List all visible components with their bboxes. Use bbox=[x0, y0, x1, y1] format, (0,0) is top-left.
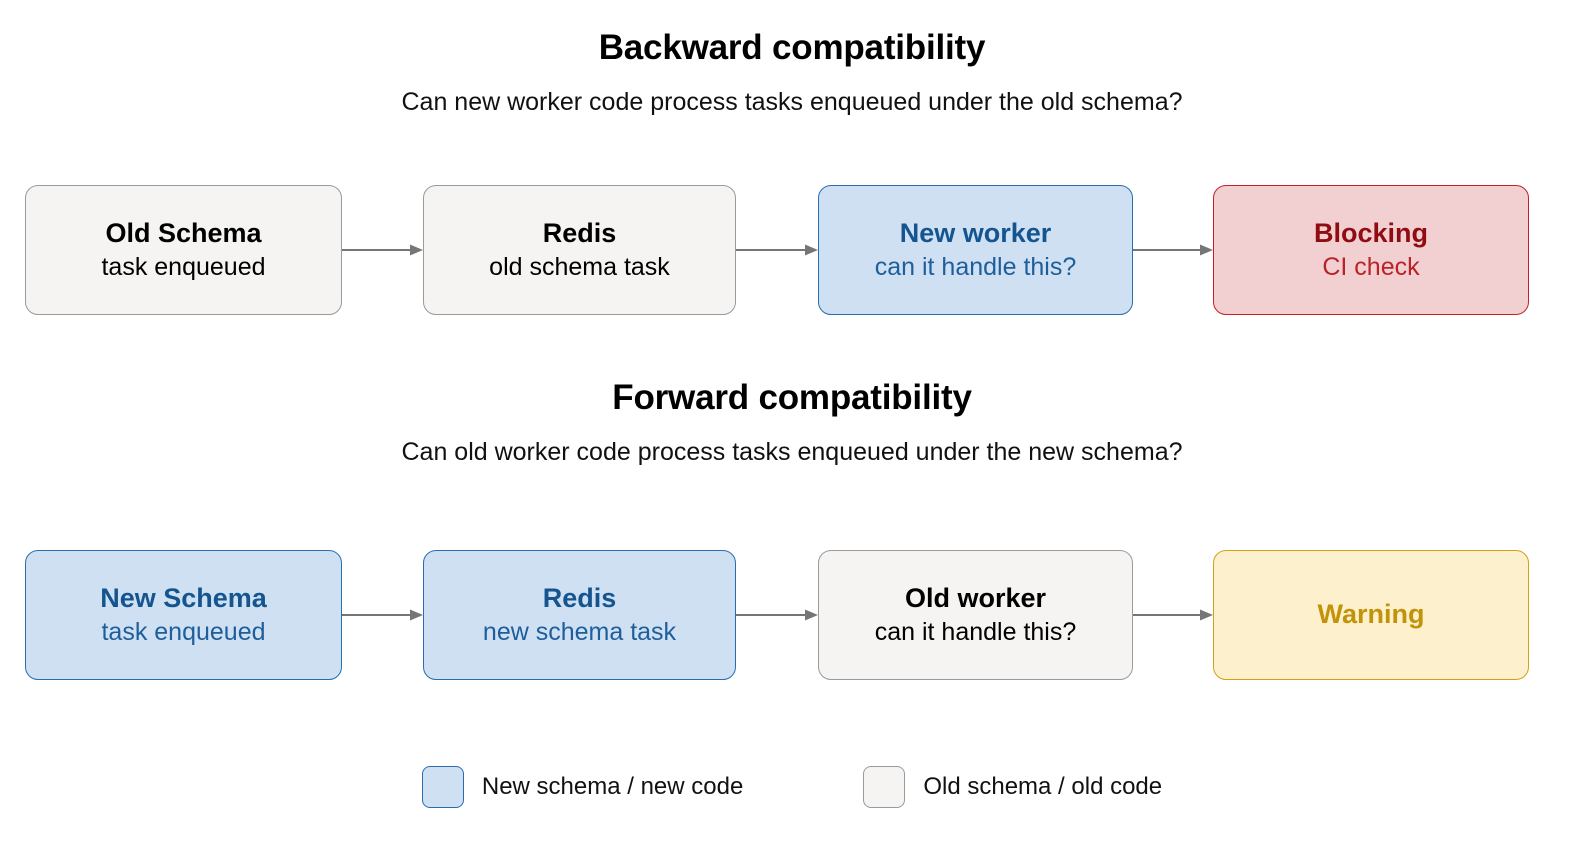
flow-node-subtitle: task enqueued bbox=[101, 617, 266, 646]
arrow-right-icon bbox=[736, 609, 818, 621]
flow-node-title: Redis bbox=[542, 582, 617, 613]
legend-label: Old schema / old code bbox=[923, 773, 1163, 800]
flow-node-subtitle: CI check bbox=[1322, 252, 1420, 281]
legend: New schema / new code Old schema / old c… bbox=[0, 766, 1584, 808]
legend-item-old: Old schema / old code bbox=[863, 766, 1162, 808]
legend-item-new: New schema / new code bbox=[421, 766, 744, 808]
flow-node-blocking[interactable]: Blocking CI check bbox=[1213, 185, 1529, 315]
flow-node-title: Redis bbox=[542, 217, 617, 248]
section-title-forward: Forward compatibility bbox=[612, 378, 972, 417]
flow-node-new-schema[interactable]: New Schema task enqueued bbox=[25, 550, 342, 680]
arrow-right-icon bbox=[342, 609, 423, 621]
flow-node-subtitle: can it handle this? bbox=[874, 617, 1077, 646]
arrow-right-icon bbox=[342, 244, 423, 256]
section-title-backward: Backward compatibility bbox=[598, 28, 986, 67]
flow-node-new-worker[interactable]: New worker can it handle this? bbox=[818, 185, 1133, 315]
flow-node-old-schema[interactable]: Old Schema task enqueued bbox=[25, 185, 342, 315]
legend-label: New schema / new code bbox=[481, 773, 744, 800]
flow-node-redis-old[interactable]: Redis old schema task bbox=[423, 185, 736, 315]
flow-node-warning[interactable]: Warning bbox=[1213, 550, 1529, 680]
section-subtitle-forward: Can old worker code process tasks enqueu… bbox=[401, 438, 1183, 466]
flow-row-forward: New Schema task enqueued Redis new schem… bbox=[0, 550, 1584, 680]
legend-swatch-gray bbox=[863, 766, 906, 808]
flow-node-subtitle: new schema task bbox=[482, 617, 677, 646]
flow-node-subtitle: task enqueued bbox=[101, 252, 266, 281]
flow-row-backward: Old Schema task enqueued Redis old schem… bbox=[0, 185, 1584, 315]
flow-node-title: New Schema bbox=[100, 582, 267, 613]
arrow-right-icon bbox=[1133, 609, 1213, 621]
arrow-right-icon bbox=[1133, 244, 1213, 256]
section-subtitle-backward: Can new worker code process tasks enqueu… bbox=[401, 88, 1183, 116]
flow-node-title: Old worker bbox=[904, 582, 1047, 613]
flow-node-redis-new[interactable]: Redis new schema task bbox=[423, 550, 736, 680]
flow-node-title: Blocking bbox=[1313, 217, 1428, 248]
flow-node-old-worker[interactable]: Old worker can it handle this? bbox=[818, 550, 1133, 680]
arrow-right-icon bbox=[736, 244, 818, 256]
flow-node-subtitle: can it handle this? bbox=[874, 252, 1077, 281]
legend-swatch-blue bbox=[421, 766, 464, 808]
flow-node-title: Warning bbox=[1317, 599, 1425, 630]
flow-node-title: Old Schema bbox=[105, 217, 262, 248]
flow-node-subtitle: old schema task bbox=[489, 252, 670, 281]
flow-node-title: New worker bbox=[899, 217, 1052, 248]
